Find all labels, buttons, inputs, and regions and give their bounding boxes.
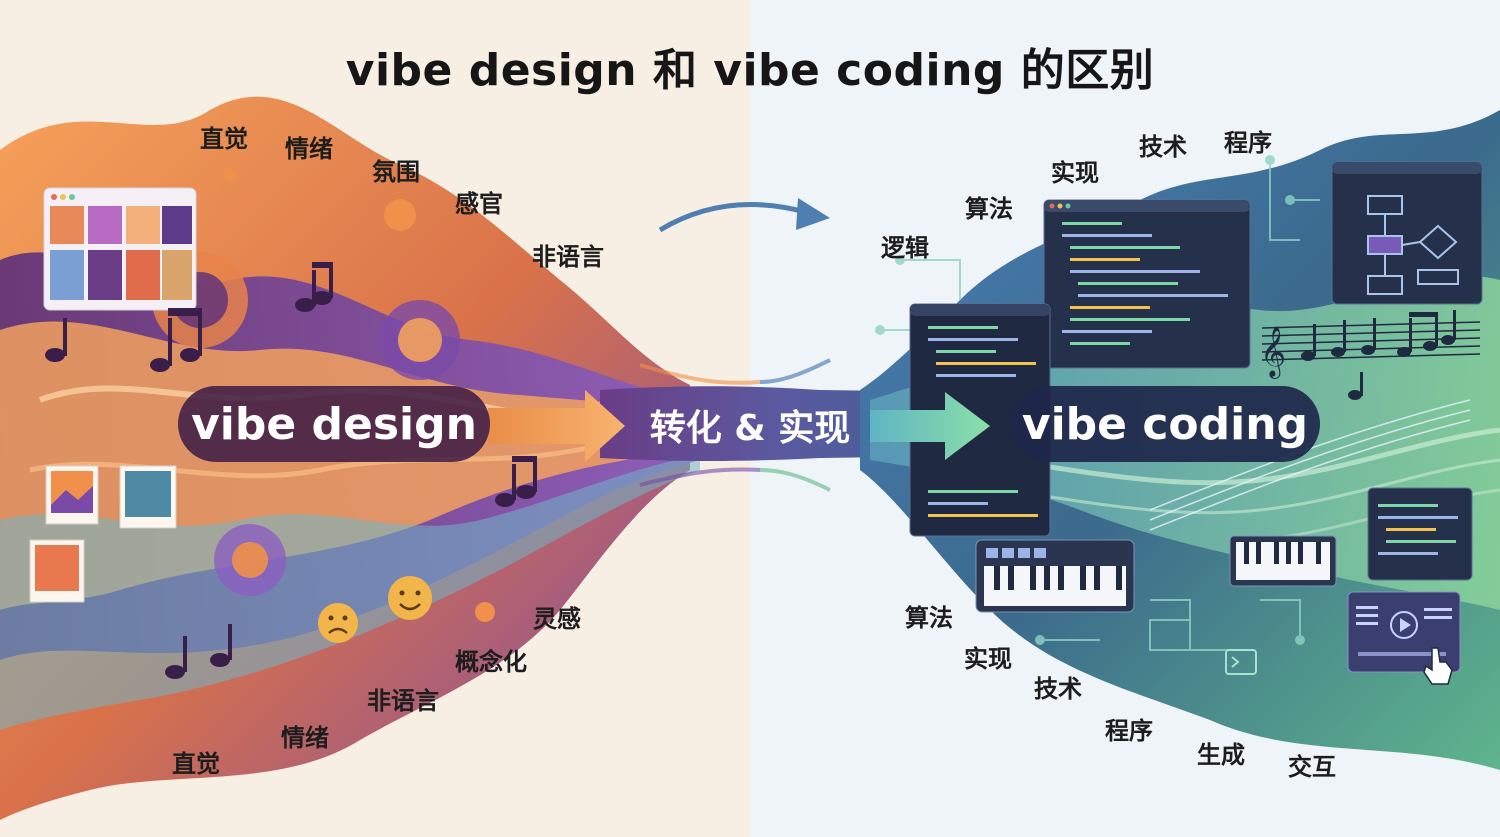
- music-staff-icon: [1261, 321, 1481, 361]
- vibe-coding-label: vibe coding: [1010, 386, 1320, 462]
- photo-frames: [29, 465, 177, 603]
- keyword-left-top-2: 情绪: [285, 135, 333, 163]
- keyword-right-bottom-3: 技术: [1034, 675, 1082, 703]
- keyword-left-bottom-2: 概念化: [455, 648, 527, 676]
- media-player-window: [1347, 591, 1461, 673]
- arrow-right-green-icon: [870, 392, 990, 460]
- emoji-icons: [318, 576, 432, 643]
- image-gallery-window: [43, 187, 197, 311]
- music-note-icons-right: 𝄞: [1260, 310, 1456, 400]
- keyword-right-top-4: 算法: [965, 195, 1013, 223]
- synth-keyboard-icon: [975, 539, 1135, 613]
- curved-arrow-icon: [658, 202, 806, 233]
- keyword-left-bottom-3: 非语言: [367, 687, 439, 715]
- keyword-right-top-5: 逻辑: [881, 234, 929, 262]
- arrow-right-orange-icon: [488, 390, 625, 462]
- keyword-left-bottom-1: 灵感: [533, 605, 581, 633]
- terminal-icon: [1225, 649, 1257, 675]
- vibe-design-label: vibe design: [178, 386, 490, 462]
- svg-text:𝄞: 𝄞: [1260, 326, 1286, 379]
- keyword-right-bottom-2: 实现: [964, 645, 1012, 673]
- music-note-icons-left: [45, 262, 537, 679]
- keyword-right-top-3: 实现: [1051, 159, 1099, 187]
- keyword-left-top-3: 氛围: [372, 158, 420, 186]
- pointer-hand-icon: [1423, 647, 1453, 685]
- keyword-right-top-1: 技术: [1139, 133, 1187, 161]
- code-window-small: [1367, 487, 1473, 581]
- keyword-left-top-5: 非语言: [532, 243, 604, 271]
- keyword-right-bottom-1: 算法: [905, 604, 953, 632]
- keyword-left-top-1: 直觉: [200, 125, 248, 153]
- flowchart-window: [1331, 161, 1483, 305]
- piano-keyboard-icon: [1229, 535, 1337, 587]
- page-title: vibe design 和 vibe coding 的区别: [345, 45, 1155, 96]
- keyword-right-bottom-6: 交互: [1288, 753, 1336, 781]
- transform-implement-label: 转化 & 实现: [649, 408, 851, 449]
- circuit-traces: [875, 155, 1320, 651]
- keyword-right-bottom-5: 生成: [1197, 741, 1245, 769]
- keyword-left-top-4: 感官: [455, 190, 503, 218]
- keyword-right-bottom-4: 程序: [1105, 717, 1153, 745]
- keyword-right-top-2: 程序: [1224, 129, 1272, 157]
- code-window-back: [1043, 199, 1251, 369]
- keyword-left-bottom-4: 情绪: [281, 724, 329, 752]
- keyword-left-bottom-5: 直觉: [172, 750, 220, 778]
